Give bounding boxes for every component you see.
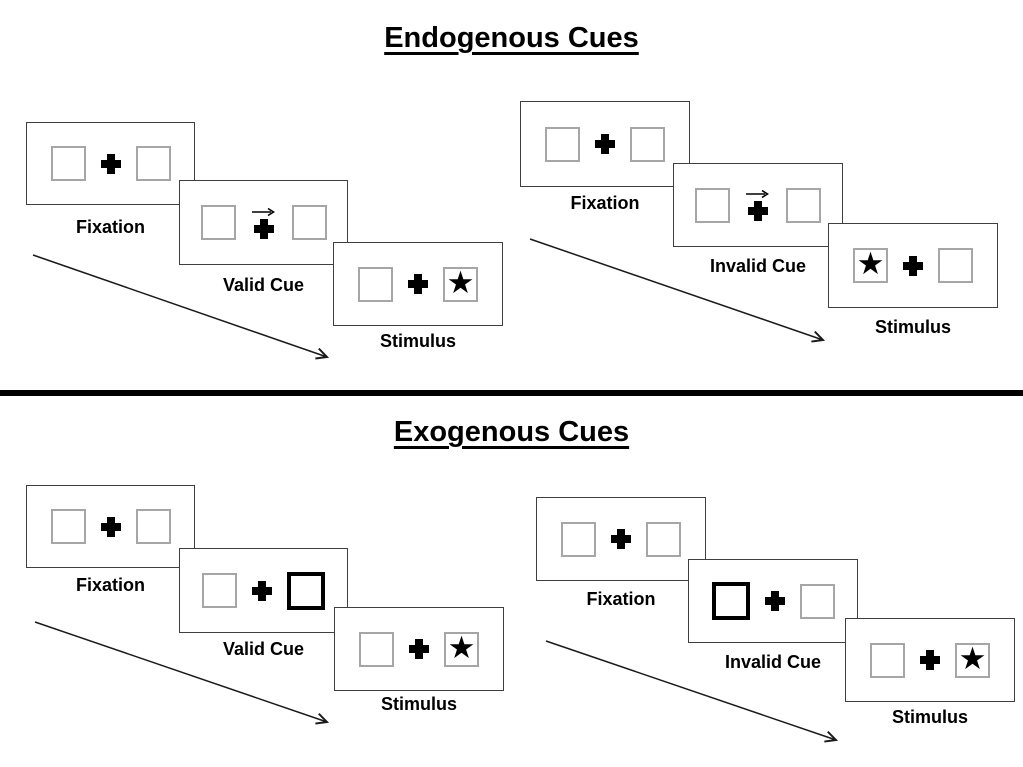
fixation-cross-icon bbox=[748, 201, 768, 221]
central-cue-stack bbox=[745, 189, 771, 221]
placeholder-box-right bbox=[786, 187, 821, 223]
fixation-cross-icon bbox=[100, 153, 121, 174]
exo-invalid-fixation-card bbox=[536, 497, 706, 581]
step-label-stimulus: Stimulus bbox=[379, 331, 456, 351]
fixation-cross-icon bbox=[595, 134, 615, 154]
step-label-cue: Invalid Cue bbox=[709, 256, 807, 276]
fixation-cross-icon bbox=[408, 274, 428, 294]
section-title-endogenous: Endogenous Cues bbox=[384, 22, 639, 54]
fixation-cross-icon bbox=[252, 580, 272, 601]
endo-valid-stimulus-card: ★ bbox=[333, 242, 503, 326]
star-target-icon: ★ bbox=[856, 246, 885, 282]
placeholder-box-left bbox=[695, 187, 730, 223]
placeholder-box-left bbox=[561, 521, 596, 557]
placeholder-box-right bbox=[630, 126, 665, 162]
target-box-right: ★ bbox=[444, 629, 479, 667]
star-target-icon: ★ bbox=[447, 629, 476, 666]
step-label-fixation: Fixation bbox=[586, 589, 656, 609]
timeline-arrow-exo-valid bbox=[34, 621, 330, 725]
endo-valid-fixation-card bbox=[26, 122, 195, 205]
placeholder-box-left bbox=[50, 509, 86, 544]
star-target-icon: ★ bbox=[958, 640, 987, 677]
step-label-cue: Valid Cue bbox=[222, 639, 305, 659]
target-box-right: ★ bbox=[955, 640, 990, 678]
highlighted-cue-box-right bbox=[287, 571, 325, 610]
right-arrow-cue-icon bbox=[746, 189, 769, 199]
placeholder-box-left bbox=[358, 266, 393, 302]
timeline-arrow-endo-invalid bbox=[529, 238, 826, 343]
placeholder-box-right bbox=[135, 146, 171, 181]
placeholder-box-left bbox=[202, 573, 237, 608]
step-label-stimulus: Stimulus bbox=[874, 317, 951, 337]
central-cue-stack bbox=[251, 207, 277, 239]
fixation-cross-icon bbox=[100, 516, 121, 537]
star-target-icon: ★ bbox=[446, 264, 475, 301]
step-label-stimulus: Stimulus bbox=[891, 707, 968, 727]
step-label-cue: Invalid Cue bbox=[724, 652, 822, 672]
highlighted-cue-box-left bbox=[711, 582, 750, 620]
fixation-cross-icon bbox=[611, 529, 631, 549]
timeline-arrow-endo-valid bbox=[32, 254, 330, 360]
exo-valid-cue-card bbox=[179, 548, 348, 633]
placeholder-box-left bbox=[870, 642, 905, 678]
placeholder-box-left bbox=[545, 126, 580, 162]
fixation-cross-icon bbox=[253, 218, 274, 239]
fixation-cross-icon bbox=[409, 639, 429, 659]
placeholder-box-right bbox=[938, 248, 973, 283]
fixation-cross-icon bbox=[903, 255, 923, 276]
step-label-stimulus: Stimulus bbox=[380, 694, 457, 714]
placeholder-box-left bbox=[200, 205, 236, 240]
placeholder-box-right bbox=[135, 509, 171, 544]
exo-invalid-stimulus-card: ★ bbox=[845, 618, 1015, 702]
exo-valid-fixation-card bbox=[26, 485, 195, 568]
fixation-cross-icon bbox=[920, 650, 940, 670]
step-label-cue: Valid Cue bbox=[222, 275, 305, 295]
placeholder-box-right bbox=[646, 521, 681, 557]
endo-invalid-cue-card bbox=[673, 163, 843, 247]
fixation-cross-icon bbox=[764, 591, 785, 611]
step-label-fixation: Fixation bbox=[75, 575, 145, 595]
placeholder-box-left bbox=[50, 146, 86, 181]
endo-invalid-fixation-card bbox=[520, 101, 690, 187]
exo-invalid-cue-card bbox=[688, 559, 858, 643]
section-title-exogenous: Exogenous Cues bbox=[393, 416, 630, 448]
endo-valid-cue-card bbox=[179, 180, 348, 265]
target-box-right: ★ bbox=[443, 264, 478, 302]
step-label-fixation: Fixation bbox=[570, 193, 640, 213]
placeholder-box-left bbox=[359, 631, 394, 667]
target-box-left: ★ bbox=[853, 248, 888, 283]
placeholder-box-right bbox=[291, 205, 327, 240]
right-arrow-cue-icon bbox=[251, 207, 275, 216]
section-divider bbox=[0, 390, 1023, 396]
endo-invalid-stimulus-card: ★ bbox=[828, 223, 998, 308]
step-label-fixation: Fixation bbox=[75, 217, 145, 237]
placeholder-box-right bbox=[799, 583, 835, 619]
exo-valid-stimulus-card: ★ bbox=[334, 607, 504, 691]
